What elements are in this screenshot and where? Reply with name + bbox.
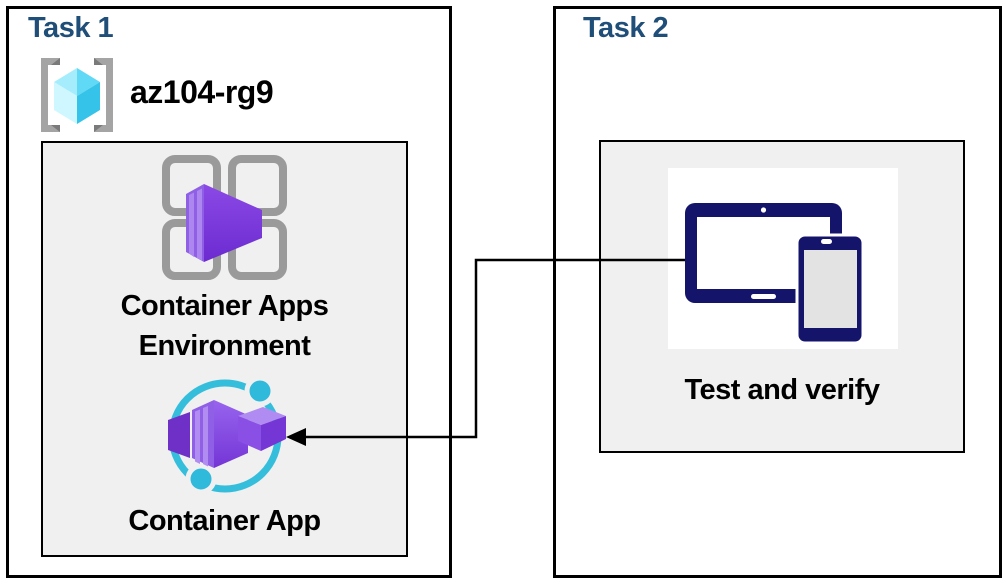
devices-icon-area <box>668 168 898 349</box>
resource-group-label: az104-rg9 <box>130 74 274 110</box>
task2-title: Task 2 <box>583 12 669 44</box>
task1-title: Task 1 <box>28 12 114 44</box>
container-apps-environment-icon <box>162 155 287 280</box>
env-label-line2: Environment <box>138 330 311 362</box>
test-and-verify-label: Test and verify <box>684 374 880 406</box>
resource-group-icon <box>41 58 113 132</box>
container-apps-environment-label: Container Apps Environment <box>41 286 408 366</box>
env-label-line1: Container Apps <box>120 290 329 322</box>
container-app-icon <box>168 376 286 495</box>
devices-icon <box>685 203 865 345</box>
container-app-label: Container App <box>128 505 321 537</box>
